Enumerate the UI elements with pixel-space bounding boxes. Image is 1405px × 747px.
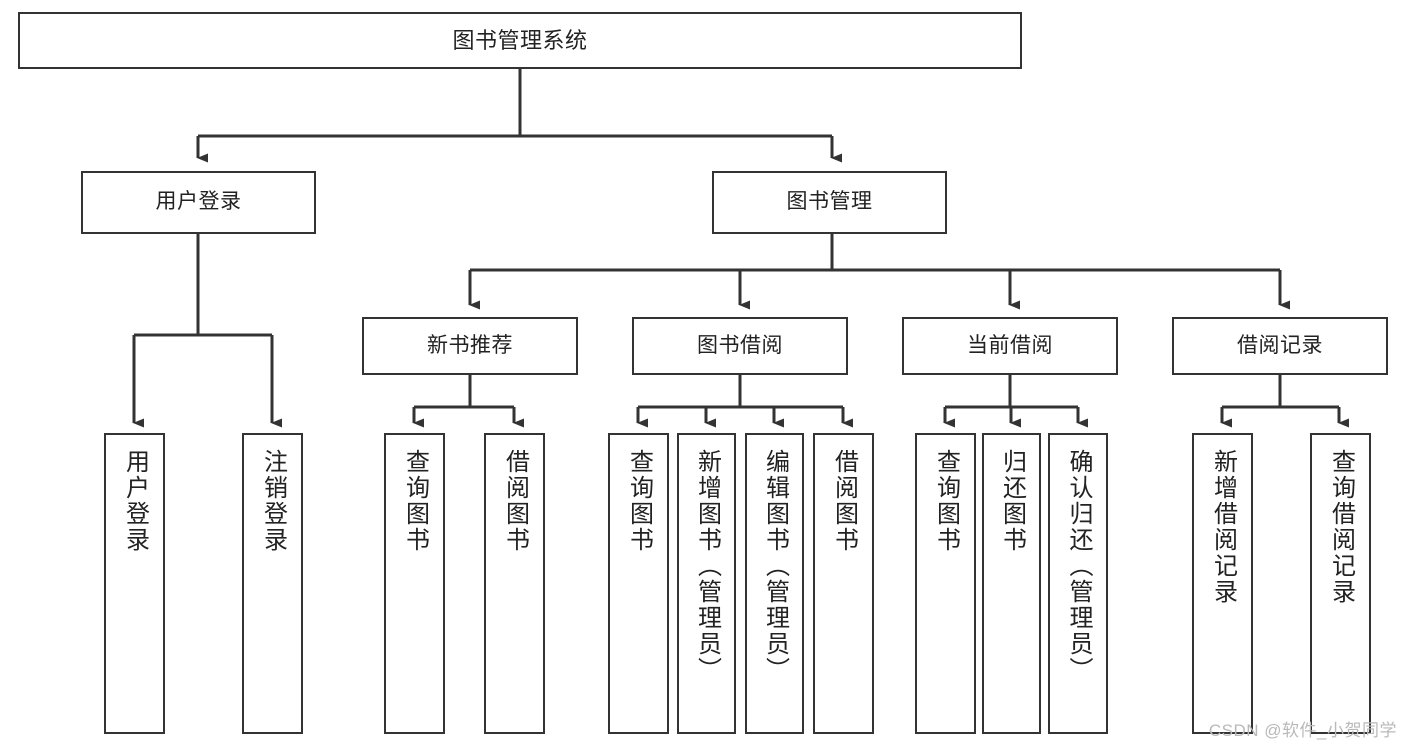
- node-leaf-confirm-return[interactable]: 确认归还（管理员）: [1048, 433, 1108, 734]
- node-leaf-edit-book-label: 编辑图书（管理员）: [761, 449, 789, 683]
- node-leaf-add-book-label: 新增图书（管理员）: [693, 449, 721, 683]
- node-leaf-query-book-3[interactable]: 查询图书: [915, 433, 976, 734]
- node-leaf-borrow-book-1-label: 借阅图书: [501, 449, 529, 553]
- node-book-borrow[interactable]: 图书借阅: [632, 317, 848, 375]
- node-leaf-borrow-book-1[interactable]: 借阅图书: [484, 433, 545, 734]
- node-current-borrow[interactable]: 当前借阅: [902, 317, 1118, 375]
- node-root[interactable]: 图书管理系统: [18, 12, 1022, 69]
- node-leaf-edit-book[interactable]: 编辑图书（管理员）: [745, 433, 804, 734]
- node-leaf-query-book-2-label: 查询图书: [625, 449, 653, 553]
- node-leaf-add-book[interactable]: 新增图书（管理员）: [677, 433, 736, 734]
- node-leaf-user-login-label: 用户登录: [121, 449, 149, 553]
- node-new-book-recommend[interactable]: 新书推荐: [362, 317, 578, 375]
- node-borrow-record[interactable]: 借阅记录: [1172, 317, 1388, 375]
- node-leaf-user-login[interactable]: 用户登录: [104, 433, 165, 734]
- node-new-book-recommend-label: 新书推荐: [427, 333, 513, 357]
- node-leaf-logout-login-label: 注销登录: [259, 449, 287, 553]
- node-book-borrow-label: 图书借阅: [697, 333, 783, 357]
- node-leaf-borrow-book-2[interactable]: 借阅图书: [813, 433, 874, 734]
- node-root-label: 图书管理系统: [452, 27, 588, 53]
- node-leaf-query-record[interactable]: 查询借阅记录: [1310, 433, 1371, 734]
- node-user-login-label: 用户登录: [155, 190, 242, 214]
- node-borrow-record-label: 借阅记录: [1237, 333, 1323, 357]
- node-book-manage-label: 图书管理: [786, 190, 873, 214]
- node-leaf-query-record-label: 查询借阅记录: [1327, 449, 1355, 605]
- node-leaf-logout-login[interactable]: 注销登录: [242, 433, 303, 734]
- node-leaf-query-book-1[interactable]: 查询图书: [384, 433, 445, 734]
- node-leaf-add-record[interactable]: 新增借阅记录: [1192, 433, 1253, 734]
- watermark: CSDN @软件_小贺同学: [1208, 721, 1397, 740]
- node-book-manage[interactable]: 图书管理: [712, 171, 947, 234]
- node-current-borrow-label: 当前借阅: [967, 333, 1053, 357]
- node-leaf-query-book-1-label: 查询图书: [401, 449, 429, 553]
- node-leaf-return-book-label: 归还图书: [998, 449, 1026, 553]
- node-leaf-confirm-return-label: 确认归还（管理员）: [1065, 449, 1092, 683]
- node-leaf-return-book[interactable]: 归还图书: [982, 433, 1041, 734]
- node-leaf-borrow-book-2-label: 借阅图书: [830, 449, 858, 553]
- node-user-login[interactable]: 用户登录: [81, 171, 316, 234]
- node-leaf-query-book-3-label: 查询图书: [932, 449, 960, 553]
- node-leaf-query-book-2[interactable]: 查询图书: [608, 433, 669, 734]
- node-leaf-add-record-label: 新增借阅记录: [1209, 449, 1237, 605]
